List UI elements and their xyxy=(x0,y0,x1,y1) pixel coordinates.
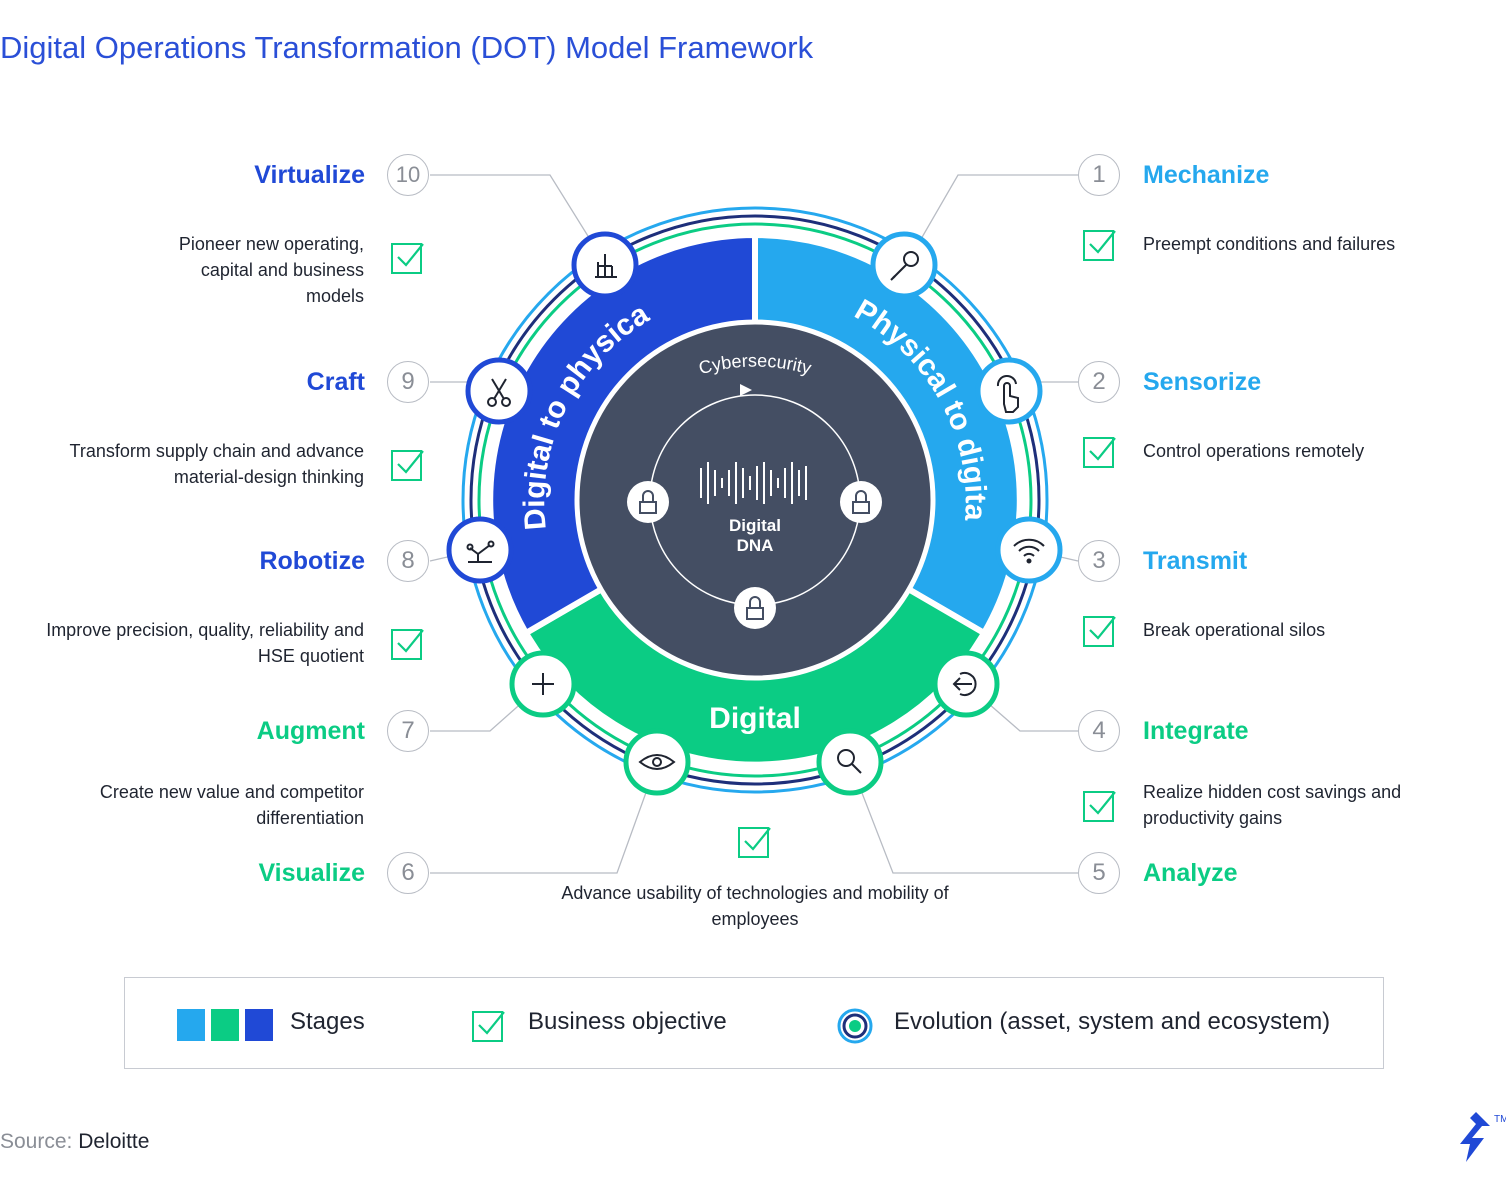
checkmark-icon xyxy=(472,1011,505,1042)
node-visualize xyxy=(623,728,691,796)
step-number-1: 1 xyxy=(1078,154,1120,196)
node-augment xyxy=(509,650,577,718)
digital-dna-core xyxy=(574,319,936,681)
node-robotize xyxy=(446,516,514,584)
step-number-6: 6 xyxy=(387,852,429,894)
step-desc-integrate: Realize hidden cost savings and producti… xyxy=(1143,782,1402,828)
step-name-visualize: Visualize xyxy=(258,859,365,887)
node-virtualize xyxy=(571,231,639,299)
node-sensorize xyxy=(975,357,1043,425)
enter-icon xyxy=(952,672,977,696)
step-desc-craft: Transform supply chain and advance mater… xyxy=(69,441,365,487)
step-desc-transmit: Break operational silos xyxy=(1143,620,1326,640)
page-title: Digital Operations Transformation (DOT) … xyxy=(0,30,814,65)
checkmark-icon xyxy=(391,450,424,481)
checkmark-icon xyxy=(1083,791,1116,822)
legend-stages-label: Stages xyxy=(290,1008,365,1035)
legend-objective-label: Business objective xyxy=(528,1008,727,1035)
crosshair-icon xyxy=(532,673,554,695)
checkmark-icon xyxy=(1083,230,1116,261)
step-name-robotize: Robotize xyxy=(259,547,365,575)
step-name-transmit: Transmit xyxy=(1143,547,1248,575)
eye-icon xyxy=(638,754,676,770)
legend-swatch-dark-blue xyxy=(245,1009,273,1041)
checkmark-icon xyxy=(738,827,771,858)
step-desc-mechanize: Preempt conditions and failures xyxy=(1143,234,1396,254)
legend-swatch-light-blue xyxy=(177,1009,205,1041)
node-analyze xyxy=(816,728,884,796)
evolution-node-icon xyxy=(837,1008,873,1044)
step-name-mechanize: Mechanize xyxy=(1143,161,1270,189)
step-number-4: 4 xyxy=(1078,710,1120,752)
scissors-icon xyxy=(487,378,511,407)
step-desc-robotize: Improve precision, quality, reliability … xyxy=(46,620,364,666)
source-note: Source: Deloitte xyxy=(0,1130,149,1154)
step-name-sensorize: Sensorize xyxy=(1143,368,1262,396)
checkmark-icon xyxy=(1083,437,1116,468)
stage-label-digital: Digital xyxy=(709,702,801,735)
loop-arrow-icon xyxy=(740,384,752,396)
touch-icon xyxy=(996,375,1019,413)
magnifier-icon xyxy=(837,749,862,774)
node-transmit xyxy=(995,516,1063,584)
step-desc-virtualize: Pioneer new operating, capital and busin… xyxy=(178,234,364,306)
lock-icon-bottom xyxy=(734,587,776,629)
legend-swatch-green xyxy=(211,1009,239,1041)
robot-arm-icon xyxy=(466,540,495,563)
source-label: Source: xyxy=(0,1130,73,1153)
dna-icon xyxy=(700,462,807,504)
step-name-integrate: Integrate xyxy=(1143,717,1249,745)
node-craft xyxy=(465,357,533,425)
step-number-8: 8 xyxy=(387,540,429,582)
wrench-icon xyxy=(890,251,919,281)
checkmark-icon xyxy=(391,243,424,274)
wifi-icon xyxy=(1013,538,1045,564)
svg-text:TM: TM xyxy=(1494,1114,1506,1125)
source-value: Deloitte xyxy=(72,1130,150,1153)
lock-icon-left xyxy=(627,481,669,523)
brand-logo-icon: TM xyxy=(1460,1112,1506,1162)
dna-label-line2: DNA xyxy=(737,536,774,555)
step-name-virtualize: Virtualize xyxy=(254,161,365,189)
outer-ring-green xyxy=(477,222,1033,778)
step-desc-sensorize: Control operations remotely xyxy=(1143,441,1365,461)
checkmark-icon xyxy=(391,629,424,660)
checkmark-icon xyxy=(1083,616,1116,647)
step-name-analyze: Analyze xyxy=(1143,859,1238,887)
step-number-7: 7 xyxy=(387,710,429,752)
step-number-10: 10 xyxy=(387,154,429,196)
step-desc-digital-center: Advance usability of technologies and mo… xyxy=(561,883,949,929)
step-number-9: 9 xyxy=(387,361,429,403)
node-mechanize xyxy=(870,231,938,299)
node-integrate xyxy=(932,650,1000,718)
step-number-3: 3 xyxy=(1078,540,1120,582)
step-number-5: 5 xyxy=(1078,852,1120,894)
outer-ring-light xyxy=(461,206,1049,794)
step-number-2: 2 xyxy=(1078,361,1120,403)
dna-label-line1: Digital xyxy=(729,516,781,535)
step-desc-augment: Create new value and competitor differen… xyxy=(99,782,364,828)
chart-icon xyxy=(595,254,617,278)
legend-evolution-label: Evolution (asset, system and ecosystem) xyxy=(894,1008,1331,1035)
outer-ring-navy xyxy=(469,214,1041,786)
step-name-craft: Craft xyxy=(306,368,365,396)
step-name-augment: Augment xyxy=(256,717,365,745)
legend: Stages Business objective Evolution (ass… xyxy=(124,977,1384,1069)
lock-icon-right xyxy=(840,481,882,523)
